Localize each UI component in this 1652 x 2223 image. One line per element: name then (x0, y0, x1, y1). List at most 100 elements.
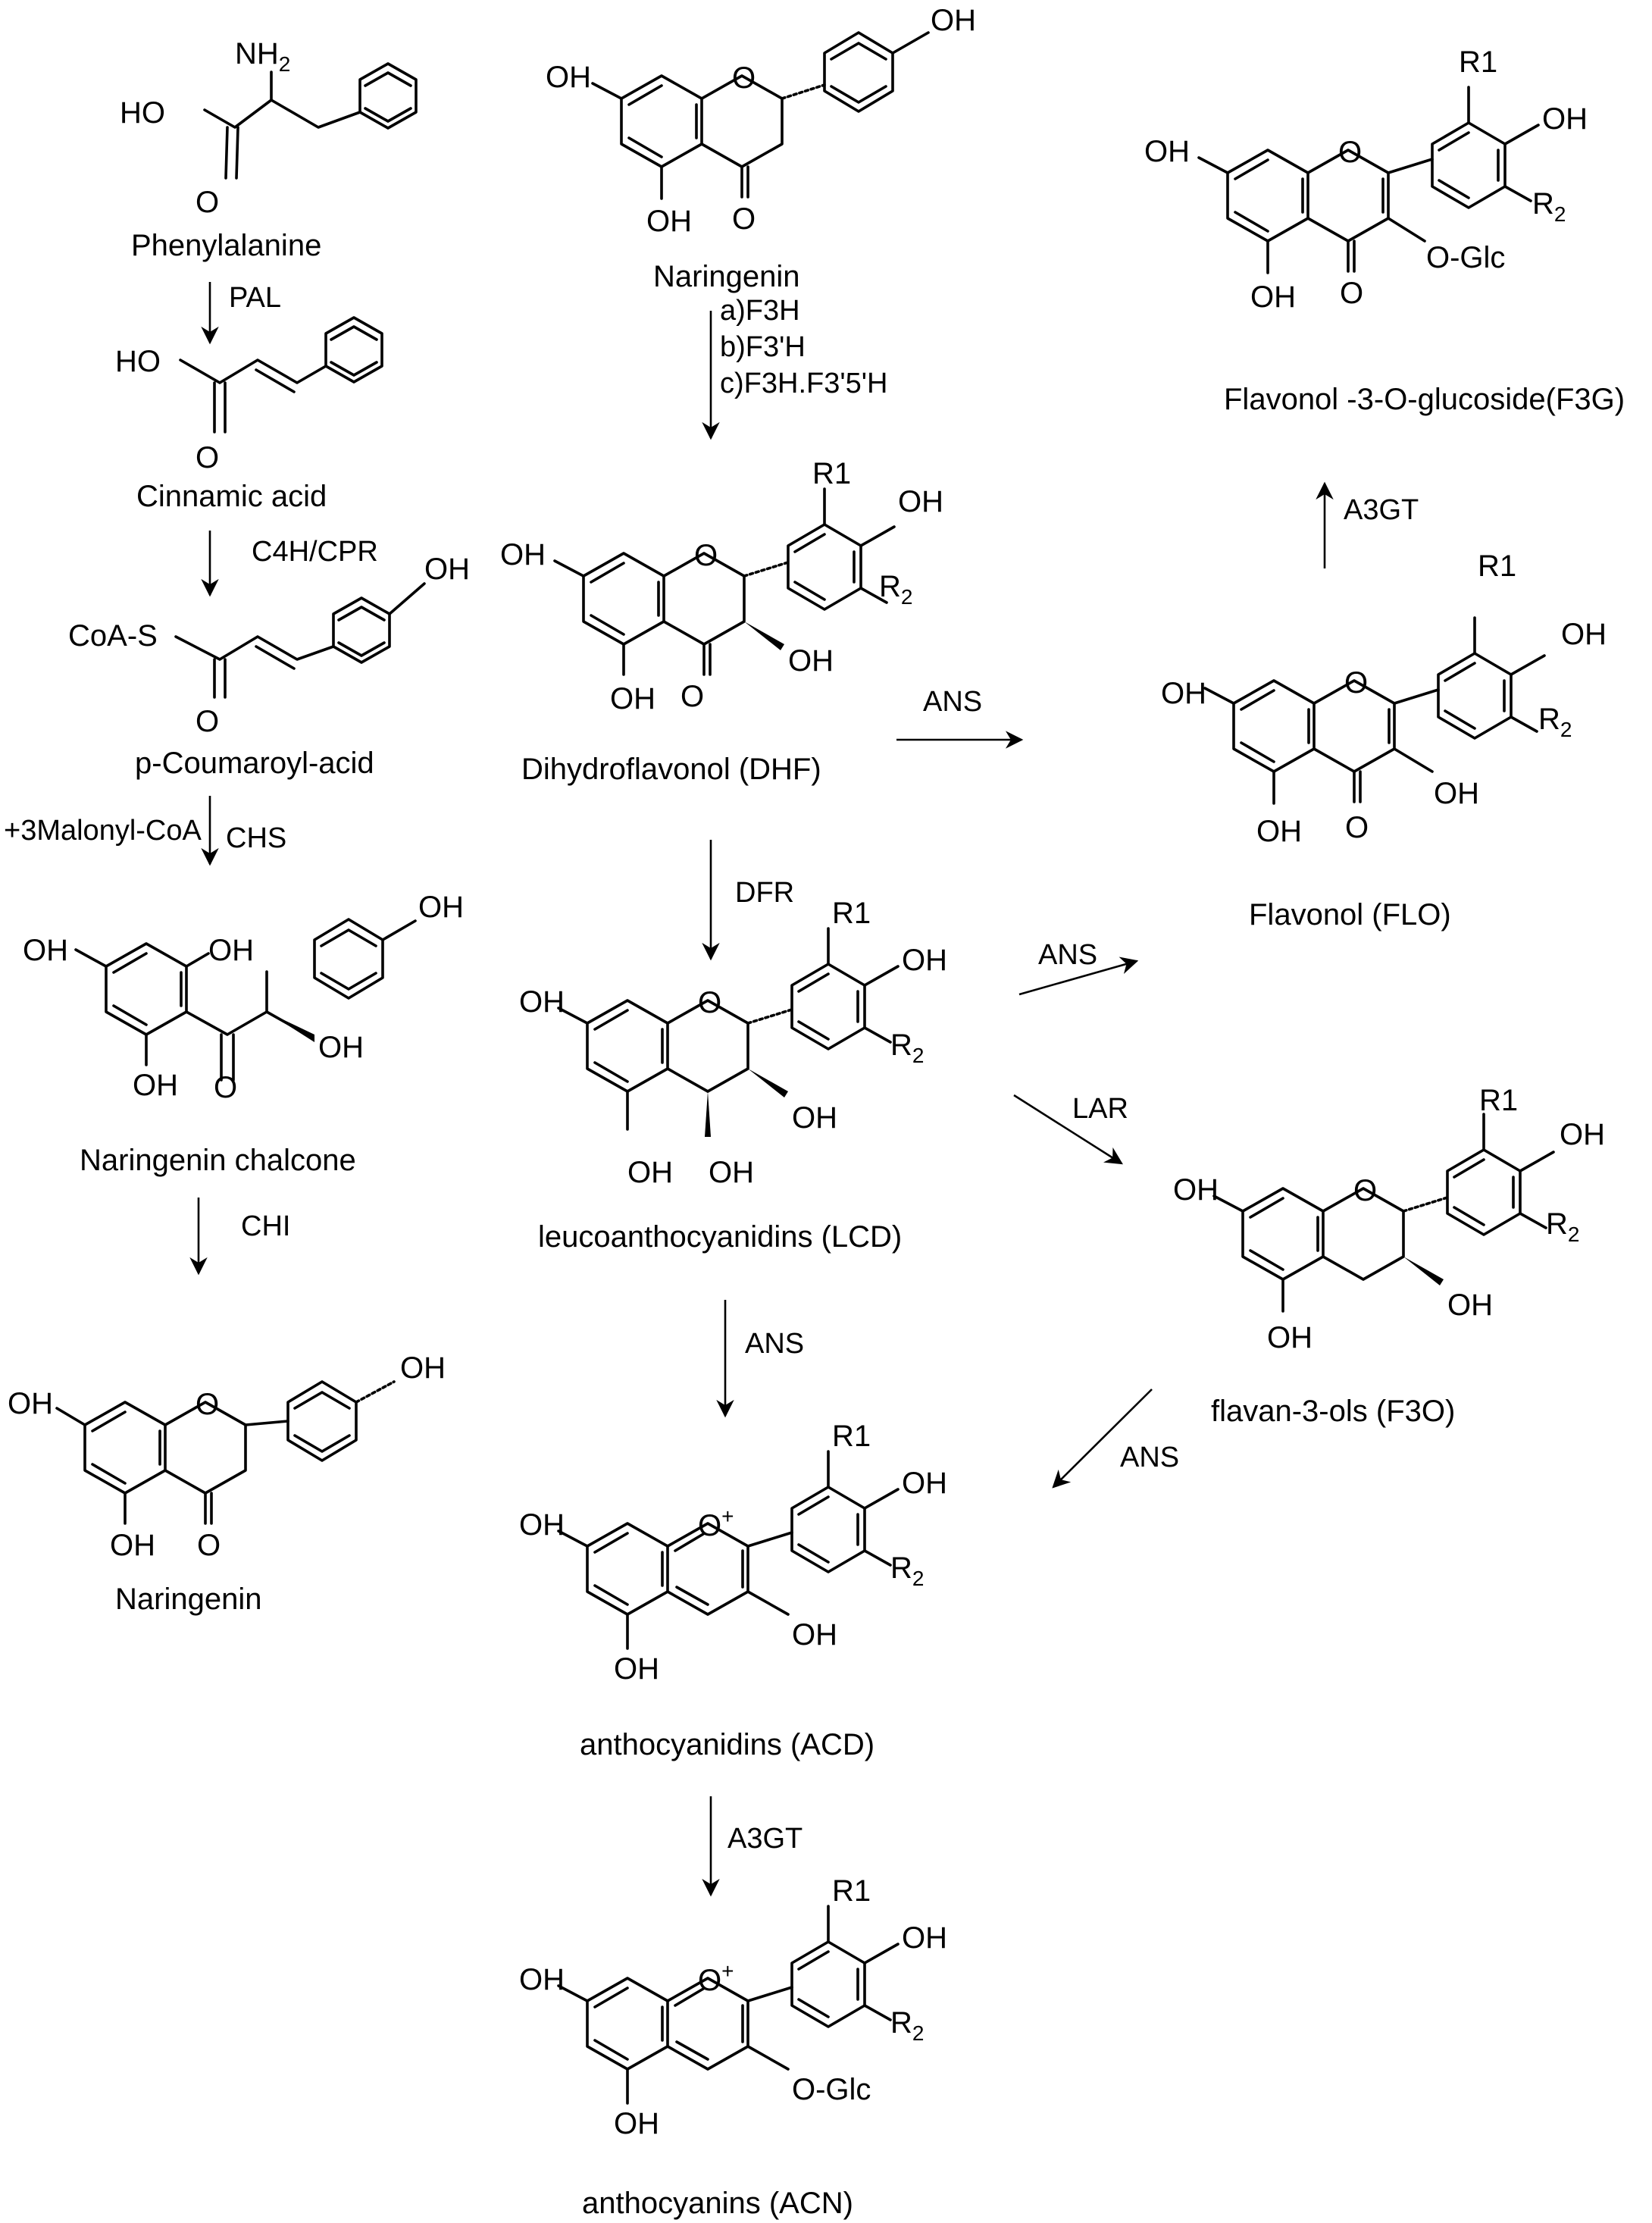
f3g-oglc: O-Glc (1426, 241, 1505, 274)
enzyme-c4h: C4H/CPR (252, 536, 378, 568)
lcd-oh-2: OH (627, 1156, 673, 1189)
naringenin-top-ring-o: O (732, 61, 756, 95)
naringenin-left-ring-o: O (196, 1388, 219, 1421)
f3g-r2: R2 (1532, 187, 1566, 226)
coumaroyl-oh: OH (424, 553, 470, 586)
f3g-label: Flavonol -3-O-glucoside(F3G) (1224, 383, 1625, 416)
dhf-oh-3: OH (788, 644, 834, 678)
naringenin-left-oh-2: OH (110, 1529, 155, 1562)
dhf-oh-1: OH (500, 538, 546, 571)
flo-oh-3: OH (1434, 777, 1479, 810)
cinnamic-ho: HO (115, 345, 161, 378)
chalcone-label: Naringenin chalcone (80, 1144, 356, 1177)
enzyme-f3h-a: a)F3H (720, 295, 800, 327)
naringenin-left-oh-3: OH (400, 1351, 446, 1385)
chalcone-oh-4: OH (318, 1031, 364, 1064)
phenylalanine-o: O (196, 186, 219, 219)
flo-r2: R2 (1538, 703, 1572, 741)
acn-label: anthocyanins (ACN) (582, 2187, 853, 2220)
acn-oh-3: OH (902, 1921, 947, 1955)
lcd-oh-1: OH (519, 985, 565, 1019)
chalcone-oh-5: OH (418, 891, 464, 924)
acn-oh-1: OH (519, 1963, 565, 1996)
enzyme-f3h-b: b)F3'H (720, 331, 806, 363)
acd-r1: R1 (832, 1420, 871, 1453)
flo-r1: R1 (1478, 549, 1516, 583)
dhf-oh-2: OH (610, 682, 655, 715)
naringenin-left-label: Naringenin (115, 1583, 261, 1616)
naringenin-top-label: Naringenin (653, 260, 799, 293)
enzyme-ans-lcd-flo: ANS (1038, 939, 1097, 971)
lcd-label: leucoanthocyanidins (LCD) (538, 1220, 902, 1254)
chalcone-oh-3: OH (133, 1069, 178, 1102)
dhf-ring-o: O (694, 539, 718, 572)
acn-structure: O+ OH OH O-Glc R1 OH R2 (519, 1874, 947, 2140)
cinnamic-acid-structure: HO O (115, 316, 383, 474)
f3o-oh-4: OH (1560, 1118, 1605, 1151)
lcd-oh-5: OH (902, 944, 947, 977)
phenylalanine-ho: HO (120, 96, 165, 130)
naringenin-top-o: O (732, 202, 756, 236)
acd-oh-3: OH (792, 1618, 837, 1652)
f3g-oh-2: OH (1250, 280, 1296, 314)
acd-oh-1: OH (519, 1508, 565, 1542)
f3o-structure: O OH OH OH R1 OH R2 (1173, 1084, 1605, 1354)
f3g-structure: O OH OH O O-Glc R1 OH R2 (1144, 45, 1588, 314)
chalcone-structure: OH OH OH O OH OH (23, 891, 464, 1104)
f3o-r2: R2 (1546, 1207, 1579, 1246)
f3o-ring-o: O (1353, 1174, 1377, 1207)
acd-r2: R2 (890, 1551, 924, 1590)
enzyme-ans-f3o: ANS (1120, 1442, 1179, 1473)
f3g-o: O (1340, 277, 1363, 310)
chalcone-o: O (214, 1071, 237, 1104)
chalcone-oh-2: OH (208, 934, 254, 967)
acd-oh-2: OH (614, 1652, 659, 1686)
flo-structure: O OH OH O OH R1 OH R2 (1161, 549, 1607, 848)
acd-label: anthocyanidins (ACD) (580, 1728, 874, 1761)
phenylalanine-nh2: NH2 (235, 37, 290, 76)
lcd-structure: O OH OH OH OH R1 OH R2 (519, 897, 947, 1189)
flo-ring-o: O (1344, 666, 1368, 700)
f3g-ring-o: O (1338, 136, 1362, 169)
f3o-oh-1: OH (1173, 1173, 1219, 1207)
chalcone-oh-1: OH (23, 934, 68, 967)
enzyme-f3h-c: c)F3H.F3'5'H (720, 368, 887, 399)
f3g-r1: R1 (1459, 45, 1497, 79)
enzyme-pal: PAL (229, 282, 281, 314)
dhf-r1: R1 (812, 457, 851, 490)
naringenin-top-oh-2: OH (646, 205, 692, 238)
enzyme-chi: CHI (241, 1210, 290, 1242)
dhf-r2: R2 (879, 570, 912, 609)
dhf-o: O (681, 680, 704, 713)
naringenin-left-structure: O OH OH O OH (8, 1351, 446, 1562)
coumaroyl-o: O (196, 705, 219, 738)
acd-ring-o: O+ (698, 1504, 734, 1542)
flo-oh-1: OH (1161, 677, 1206, 710)
enzyme-ans-lcd-acd: ANS (745, 1328, 804, 1360)
naringenin-top-oh-1: OH (546, 61, 591, 94)
acn-oh-2: OH (614, 2107, 659, 2140)
f3o-r1: R1 (1479, 1084, 1518, 1117)
lcd-r1: R1 (832, 897, 871, 930)
coumaroyl-coa: CoA-S (68, 619, 158, 653)
dhf-structure: O OH OH O OH R1 OH R2 (500, 457, 943, 715)
lcd-oh-3: OH (709, 1156, 754, 1189)
enzyme-lar: LAR (1072, 1093, 1128, 1125)
coumaroyl-label: p-Coumaroyl-acid (135, 747, 374, 780)
coumaroyl-structure: CoA-S OH O (68, 553, 470, 738)
f3g-oh-1: OH (1144, 135, 1190, 168)
acn-r2: R2 (890, 2006, 924, 2045)
acn-r1: R1 (832, 1874, 871, 1908)
flo-oh-4: OH (1561, 618, 1607, 651)
f3o-oh-2: OH (1267, 1321, 1313, 1354)
acd-oh-4: OH (902, 1467, 947, 1500)
f3o-label: flavan-3-ols (F3O) (1211, 1395, 1455, 1428)
naringenin-left-o: O (197, 1529, 221, 1562)
dhf-label: Dihydroflavonol (DHF) (521, 753, 821, 786)
naringenin-top-oh-3: OH (931, 4, 976, 37)
enzyme-chs: CHS (226, 822, 286, 854)
arrow-lar (1013, 1094, 1123, 1165)
enzyme-a3gt-acd: A3GT (727, 1823, 803, 1855)
